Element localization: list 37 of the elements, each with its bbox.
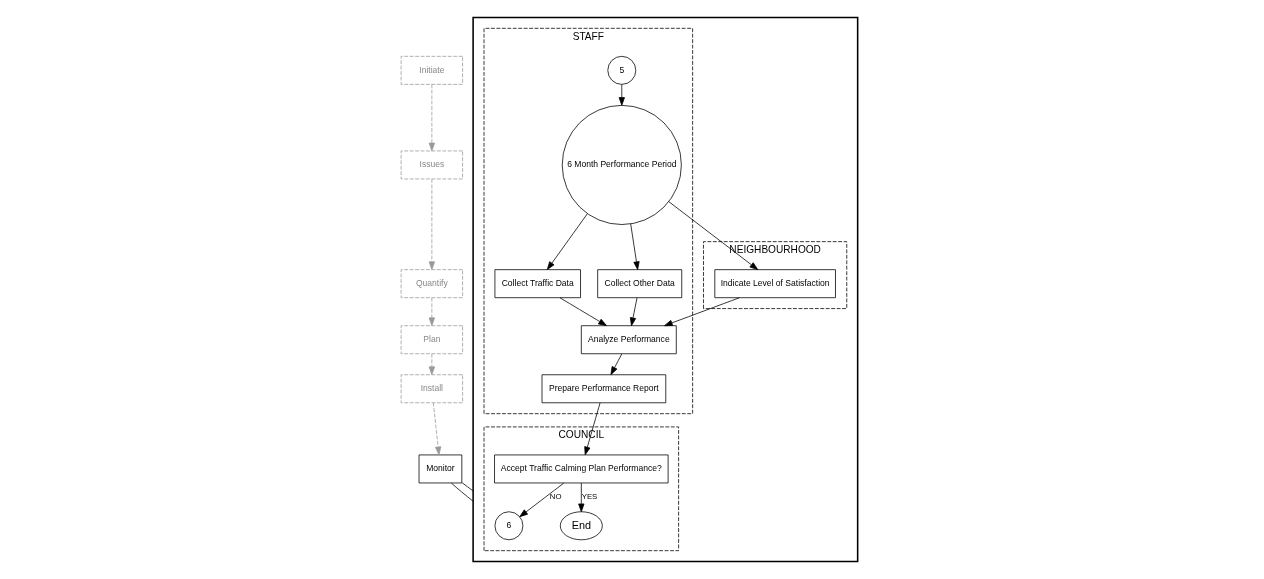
arrow <box>428 178 435 270</box>
node-circle: 6 <box>494 511 523 541</box>
arrow <box>583 402 600 456</box>
node-box: Collect Other Data <box>596 269 682 299</box>
node-box: Plan <box>400 325 463 355</box>
edge-label: NO <box>549 492 561 502</box>
arrow <box>518 482 564 518</box>
node-box: Initiate <box>400 55 463 85</box>
cluster <box>471 16 858 563</box>
node-box: Prepare Performance Report <box>541 374 666 404</box>
arrow <box>428 297 435 327</box>
connector <box>450 482 473 502</box>
arrow <box>428 353 435 376</box>
arrow <box>629 223 640 270</box>
arrow <box>667 201 758 270</box>
node-box: Issues <box>400 150 463 180</box>
arrow <box>618 84 625 106</box>
arrow <box>629 297 637 327</box>
arrow <box>432 402 441 456</box>
node-box: Quantify <box>400 269 463 299</box>
node-box: Analyze Performance <box>580 325 677 355</box>
node-box: Collect Traffic Data <box>494 269 581 299</box>
node-ellipse: End <box>559 511 603 541</box>
arrow <box>559 297 607 326</box>
arrow <box>610 353 622 376</box>
node-circle: 6 Month Performance Period <box>561 105 682 225</box>
node-circle: 5 <box>606 55 636 85</box>
node-box: Indicate Level of Satisfaction <box>713 269 836 299</box>
arrow <box>546 213 588 270</box>
edge-label: YES <box>581 492 597 502</box>
arrow <box>577 482 584 513</box>
arrow <box>663 297 740 327</box>
node-box: Monitor <box>418 454 462 484</box>
connector <box>461 482 473 492</box>
arrow <box>428 84 435 152</box>
node-box: Accept Traffic Calming Plan Performance? <box>493 454 668 484</box>
node-box: Install <box>400 374 463 404</box>
